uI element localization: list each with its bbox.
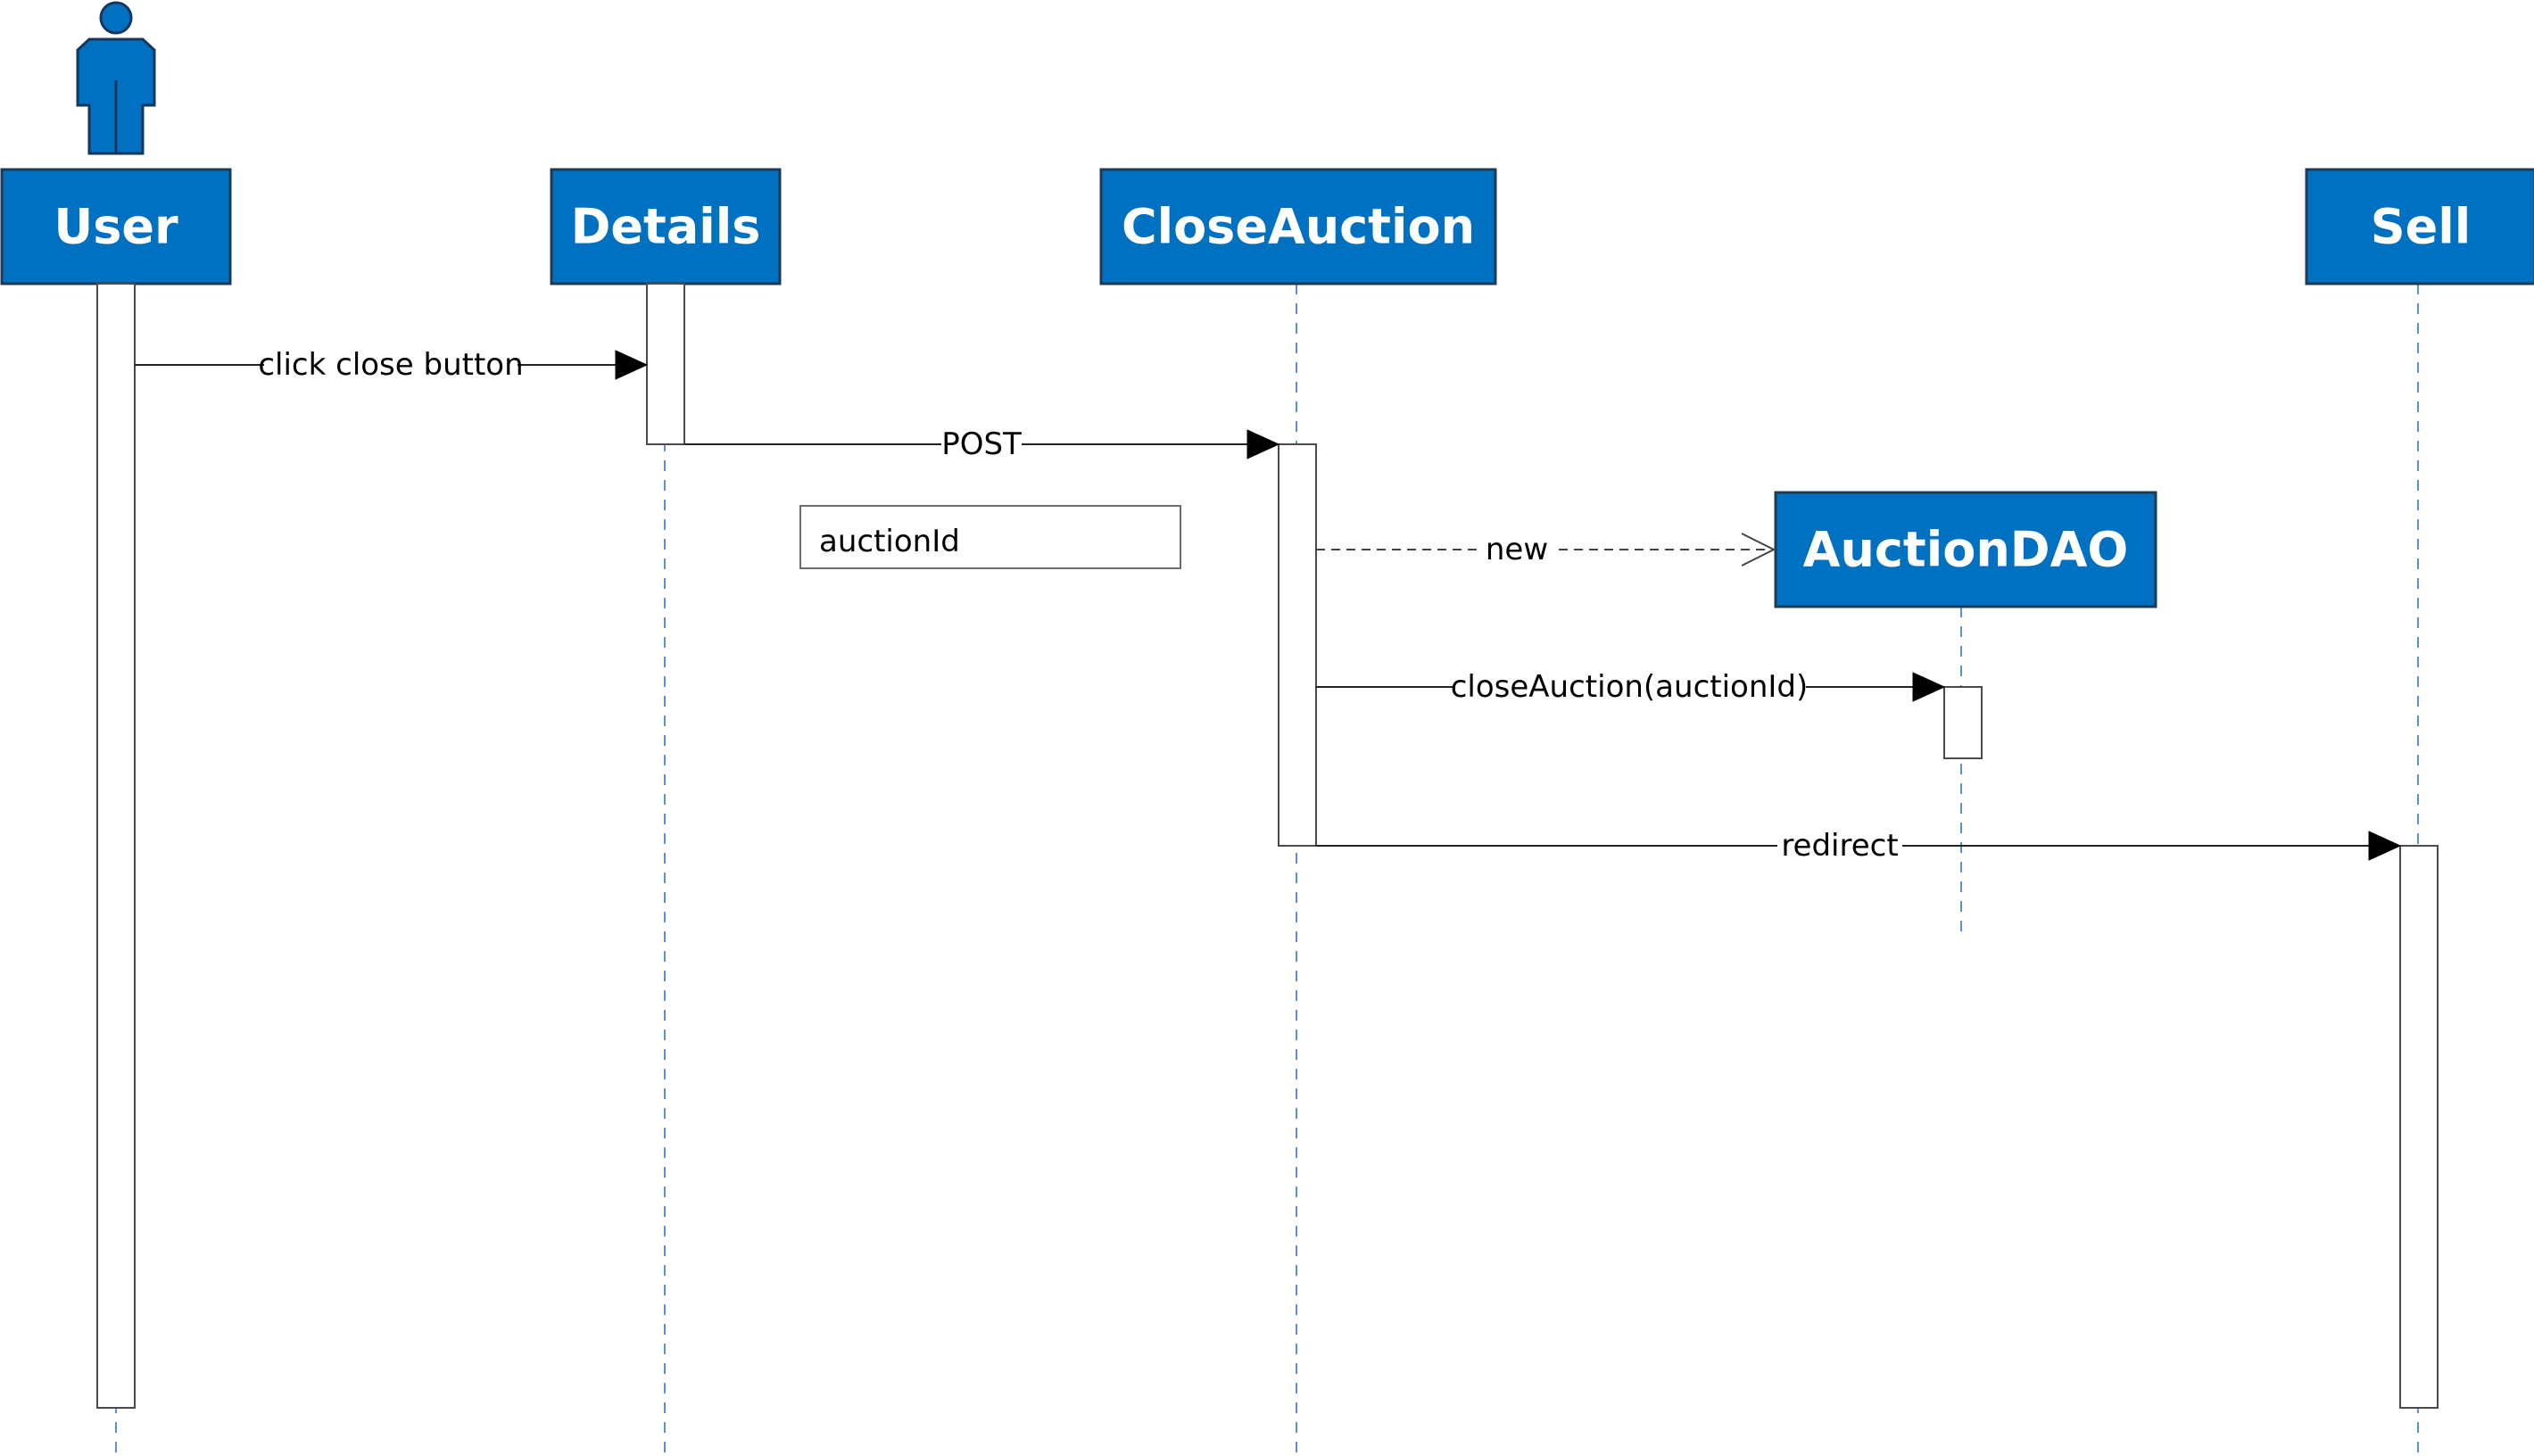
message-post: POST — [684, 423, 1280, 464]
activations — [96, 283, 2439, 1409]
actor-person-icon — [76, 1, 156, 155]
message-label: click close button — [258, 347, 523, 383]
participant-auctiondao: AuctionDAO — [1774, 491, 2157, 608]
message-new: new — [1316, 528, 1776, 569]
message-click-close-button: click close button — [135, 343, 649, 385]
message-label: redirect — [1781, 828, 1898, 864]
participant-label: AuctionDAO — [1803, 522, 2129, 578]
participant-label: Sell — [2371, 199, 2472, 255]
participant-sell: Sell — [2305, 168, 2534, 285]
activation-closeauction — [1278, 443, 1317, 847]
activation-auctiondao — [1943, 686, 1983, 759]
filled-arrowhead-icon — [1912, 672, 1946, 702]
participant-closeauction: CloseAuction — [1099, 168, 1497, 285]
activation-details — [646, 283, 685, 445]
message-label: POST — [941, 426, 1022, 462]
filled-arrowhead-icon — [615, 350, 649, 380]
activation-sell — [2399, 845, 2439, 1409]
filled-arrowhead-icon — [2368, 831, 2402, 861]
filled-arrowhead-icon — [1246, 429, 1280, 459]
activation-user — [96, 283, 136, 1409]
message-label: new — [1486, 532, 1548, 567]
lifelines — [115, 284, 2419, 1454]
note-auctionid: auctionId — [799, 505, 1181, 569]
note-text: auctionId — [819, 524, 960, 559]
participant-details: Details — [550, 168, 782, 285]
participant-label: CloseAuction — [1122, 199, 1475, 255]
open-arrowhead-icon — [1741, 533, 1776, 567]
participant-label: User — [54, 199, 178, 255]
participant-label: Details — [571, 199, 761, 255]
message-redirect: redirect — [1316, 824, 2402, 865]
participant-user: User — [0, 168, 232, 285]
message-closeauction: closeAuction(auctionId) — [1316, 666, 1946, 707]
message-label: closeAuction(auctionId) — [1451, 669, 1809, 705]
